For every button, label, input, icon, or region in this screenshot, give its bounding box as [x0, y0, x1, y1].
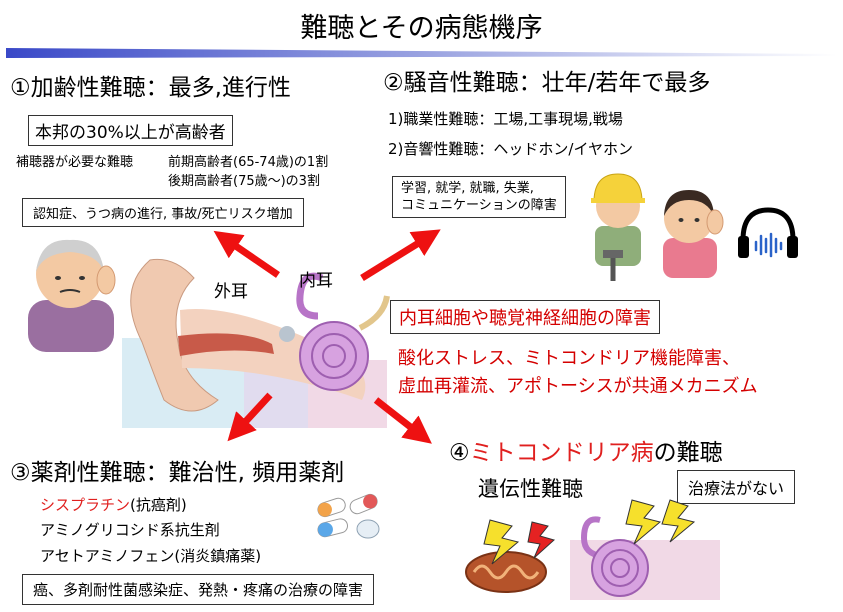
hereditary-hearing-loss: 遺伝性難聴	[478, 477, 583, 501]
occupational-hearing-loss: 1)職業性難聴：工場,工事現場,戦場	[388, 110, 623, 128]
drug-acetaminophen: アセトアミノフェン(消炎鎮痛薬)	[40, 547, 262, 565]
early-elderly-text: 前期高齢者(65-74歳)の1割	[168, 155, 329, 170]
ear-anatomy-illustration	[122, 258, 390, 428]
elderly-person-illustration	[28, 239, 116, 352]
drug-aminoglycoside: アミノグリコシド系抗生剤	[40, 521, 220, 539]
section1-main-box: 本邦の30%以上が高齢者	[28, 115, 233, 146]
hearing-aid-label: 補聴器が必要な難聴	[16, 155, 134, 170]
section4-number: ④	[449, 440, 470, 466]
section3-heading: ③薬剤性難聴：難治性, 頻用薬剤	[10, 460, 345, 486]
title-divider-bar	[6, 48, 837, 58]
inner-ear-label: 内耳	[299, 271, 333, 291]
acoustic-hearing-loss: 2)音響性難聴：ヘッドホン/イヤホン	[388, 140, 634, 158]
arrow-to-drug-induced	[227, 392, 273, 442]
risk-box: 認知症、うつ病の進行, 事故/死亡リスク増加	[22, 198, 304, 227]
construction-worker-illustration	[591, 173, 645, 281]
section3-impact-box: 癌、多剤耐性菌感染症、発熱・疼痛の治療の障害	[22, 574, 375, 605]
arrow-to-mitochondrial	[373, 397, 432, 444]
arrow-to-noise-induced	[360, 229, 441, 281]
drug-cisplatin: シスプラチン(抗癌剤)	[40, 494, 187, 515]
section2-heading: ②騒音性難聴：壮年/若年で最多	[383, 70, 711, 96]
arrow-to-age-related	[213, 230, 280, 278]
cochlea-damage-illustration	[570, 499, 720, 600]
no-treatment-box: 治療法がない	[677, 470, 796, 504]
section4-heading: ④ミトコンドリア病の難聴	[449, 433, 723, 467]
impact-line-1: 学習, 就学, 就職, 失業,	[401, 181, 534, 196]
mechanism-box: 内耳細胞や聴覚神経細胞の障害	[390, 300, 660, 334]
mitochondrial-disease-term: ミトコンドリア病	[469, 440, 654, 466]
drug-cisplatin-name: シスプラチン	[40, 496, 131, 514]
section2-impact-box: 学習, 就学, 就職, 失業, コミュニケーションの障害	[392, 176, 566, 218]
drug-cisplatin-class: (抗癌剤)	[130, 496, 187, 514]
pills-icon	[317, 493, 380, 539]
late-elderly-text: 後期高齢者(75歳～)の3割	[168, 174, 320, 189]
headphone-icon	[738, 207, 798, 258]
mitochondrion-illustration	[465, 519, 556, 593]
section1-heading: ①加齢性難聴：最多,進行性	[10, 75, 291, 101]
section4-heading-rest: の難聴	[653, 440, 723, 466]
young-woman-illustration	[663, 190, 724, 278]
mechanism-line-2: 虚血再灌流、アポトーシスが共通メカニズム	[398, 376, 758, 397]
impact-line-2: コミュニケーションの障害	[401, 198, 557, 213]
page-title: 難聴とその病態機序	[300, 13, 543, 44]
mechanism-line-1: 酸化ストレス、ミトコンドリア機能障害、	[398, 348, 740, 369]
outer-ear-label: 外耳	[214, 282, 248, 302]
